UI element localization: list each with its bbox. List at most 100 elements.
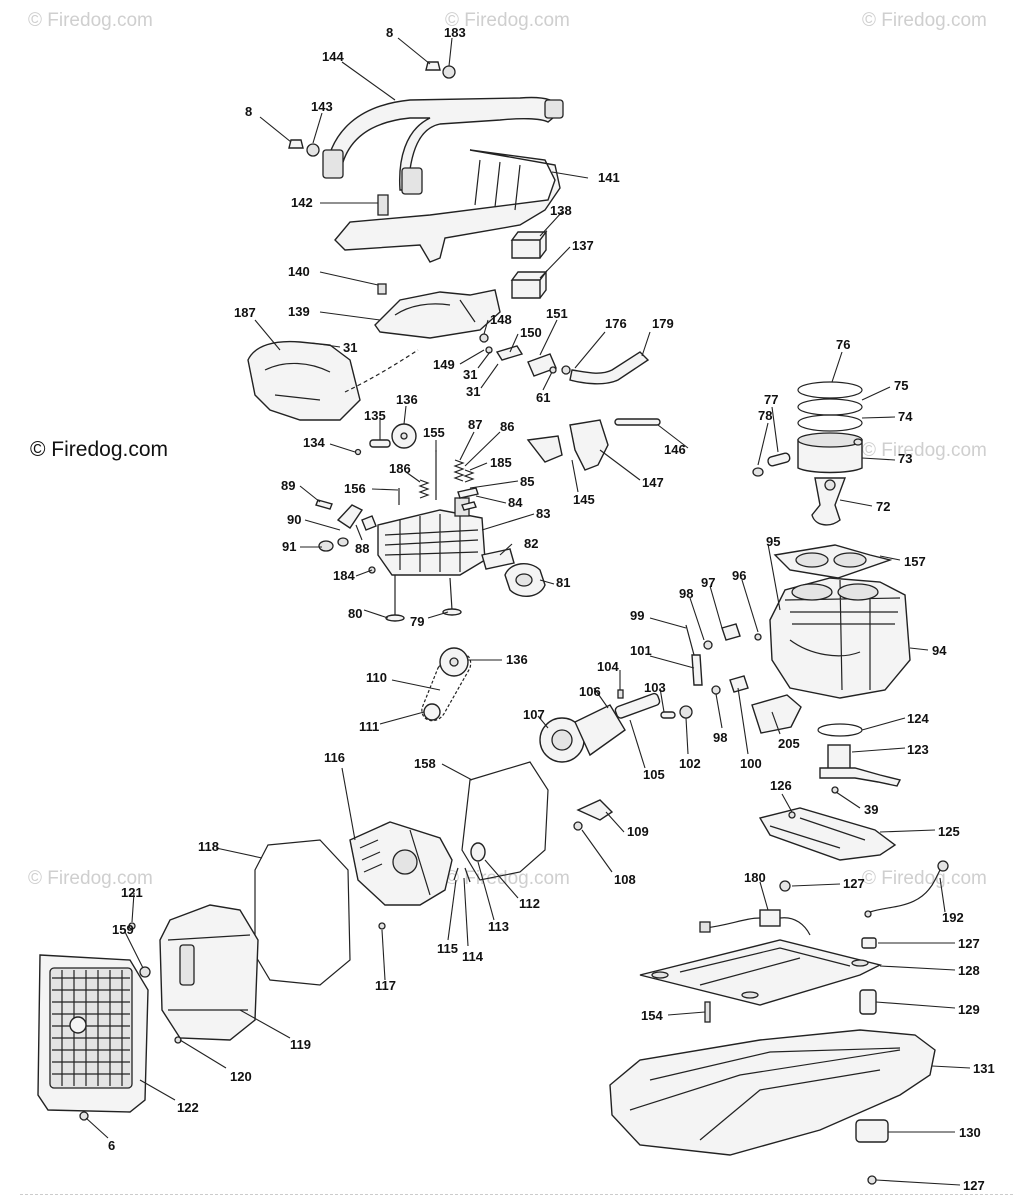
callout-label: 186 [389, 461, 411, 476]
callout-label: 205 [778, 736, 800, 751]
watermark: © Firedog.com [28, 868, 153, 889]
callout-label: 114 [462, 949, 484, 964]
callout-label: 39 [864, 802, 878, 817]
oil-sensor-part [573, 799, 614, 831]
camshaft-sprocket-part [354, 423, 417, 456]
muffler-cover-part [128, 904, 259, 1044]
callout-label: 84 [508, 495, 523, 510]
upper-cover-part [374, 283, 501, 339]
piston-ring-part [797, 381, 863, 432]
callout-label: 179 [652, 316, 674, 331]
rocker-arm-part [315, 499, 377, 552]
callout-label: 80 [348, 606, 362, 621]
callout-label: 111 [359, 719, 379, 734]
callout-label: 123 [907, 742, 929, 757]
fuel-hose-part [561, 351, 650, 385]
callout-label: 145 [573, 492, 595, 507]
page-divider [20, 1194, 1013, 1196]
callout-label: 79 [410, 614, 424, 629]
control-panel-tray [758, 807, 897, 861]
oil-seal-part [378, 842, 486, 930]
callout-label: 6 [108, 1138, 115, 1153]
callout-label: 142 [291, 195, 313, 210]
callout-label: 183 [444, 25, 466, 40]
intake-spacer-part [481, 548, 546, 597]
callout-label: 131 [973, 1061, 995, 1076]
callout-label: 73 [898, 451, 912, 466]
watermark: © Firedog.com [28, 10, 153, 31]
callout-label: 98 [679, 586, 693, 601]
callout-label: 89 [281, 478, 295, 493]
callout-label: 8 [386, 25, 393, 40]
callout-label: 176 [605, 316, 627, 331]
callout-label: 94 [932, 643, 947, 658]
callout-label: 136 [506, 652, 528, 667]
callout-label: 192 [942, 910, 964, 925]
callout-label: 116 [324, 750, 345, 765]
crankshaft-part [539, 692, 661, 763]
callout-label: 106 [579, 684, 601, 699]
callout-label: 31 [343, 340, 357, 355]
crankcase-part [769, 577, 911, 699]
callout-label: 86 [500, 419, 514, 434]
callout-label: 81 [556, 575, 570, 590]
callout-label: 113 [488, 919, 509, 934]
callout-label: 135 [364, 408, 386, 423]
callout-label: 110 [366, 670, 387, 685]
callout-label: 138 [550, 203, 572, 218]
callout-label: 99 [630, 608, 644, 623]
callout-label: 8 [245, 104, 252, 119]
callout-label: 98 [713, 730, 727, 745]
grommet-part [510, 229, 548, 299]
callout-label: 117 [375, 978, 396, 993]
callout-label: 90 [287, 512, 301, 527]
callout-label: 185 [490, 455, 512, 470]
callout-label: 118 [198, 839, 219, 854]
callout-label: 150 [520, 325, 542, 340]
callout-label: 134 [303, 435, 325, 450]
callout-label: 107 [523, 707, 545, 722]
callout-label: 75 [894, 378, 908, 393]
watermark: © Firedog.com [862, 868, 987, 889]
callout-label: 82 [524, 536, 538, 551]
head-gasket-part [773, 544, 893, 579]
callout-label: 141 [598, 170, 620, 185]
callout-label: 146 [664, 442, 686, 457]
callout-label: 149 [433, 357, 455, 372]
callout-label: 148 [490, 312, 512, 327]
callout-label: 128 [958, 963, 980, 978]
callout-label: 139 [288, 304, 310, 319]
piston-part [752, 432, 863, 477]
callout-label: 76 [836, 337, 850, 352]
callout-label: 187 [234, 305, 256, 320]
callout-label: 95 [766, 534, 780, 549]
rocker-cover-part [526, 418, 661, 471]
callout-label: 85 [520, 474, 534, 489]
callout-label: 74 [898, 409, 913, 424]
front-grille-part [37, 954, 149, 1121]
callout-label: 108 [614, 872, 636, 887]
callout-label: 61 [536, 390, 550, 405]
callout-labels: 8 183 144 8 143 141 142 138 137 140 187 … [108, 25, 995, 1193]
watermark: © Firedog.com [862, 10, 987, 31]
callout-label: 119 [290, 1037, 311, 1052]
rocker-stud-part [457, 487, 479, 511]
connecting-rod-part [811, 477, 847, 526]
carry-handle-part [322, 96, 564, 195]
timing-chain-part [421, 647, 472, 722]
callout-label: 158 [414, 756, 436, 771]
watermark: © Firedog.com [445, 10, 570, 31]
callout-label: 31 [466, 384, 480, 399]
callout-label: 156 [344, 481, 366, 496]
callout-label: 112 [519, 896, 540, 911]
callout-label: 91 [282, 539, 296, 554]
callout-label: 155 [423, 425, 445, 440]
valve-spring-part [398, 450, 475, 505]
watermark: © Firedog.com [862, 440, 987, 461]
callout-label: 127 [963, 1178, 985, 1193]
ignition-coil-part [817, 723, 902, 794]
callout-label: 143 [311, 99, 333, 114]
crankcase-gasket-part [461, 761, 549, 881]
callout-label: 83 [536, 506, 550, 521]
